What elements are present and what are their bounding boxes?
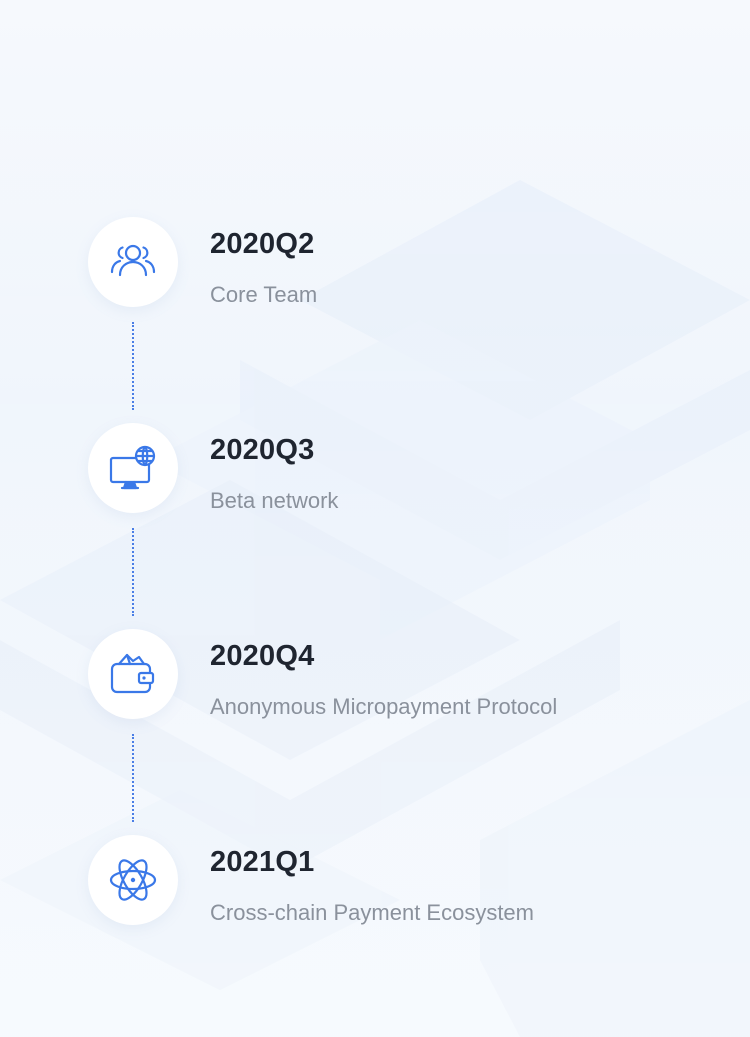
milestone-item: 2020Q3 Beta network <box>88 423 688 515</box>
milestone-item: 2021Q1 Cross-chain Payment Ecosystem <box>88 835 688 927</box>
atom-icon <box>88 835 178 925</box>
milestone-description: Cross-chain Payment Ecosystem <box>210 900 534 925</box>
computer-globe-icon <box>88 423 178 513</box>
milestone-description: Core Team <box>210 282 318 307</box>
milestone-item: 2020Q4 Anonymous Micropayment Protocol <box>88 629 688 721</box>
milestone-period: 2021Q1 <box>210 846 315 878</box>
milestone-item: 2020Q2 Core Team <box>88 217 688 309</box>
milestone-description: Anonymous Micropayment Protocol <box>210 694 558 719</box>
timeline-connector <box>132 734 134 822</box>
timeline-connector <box>132 322 134 410</box>
team-icon <box>88 217 178 307</box>
milestone-description: Beta network <box>210 488 339 513</box>
milestone-period: 2020Q3 <box>210 434 315 466</box>
milestone-period: 2020Q2 <box>210 228 315 260</box>
milestone-period: 2020Q4 <box>210 640 315 672</box>
timeline-connector <box>132 528 134 616</box>
wallet-icon <box>88 629 178 719</box>
